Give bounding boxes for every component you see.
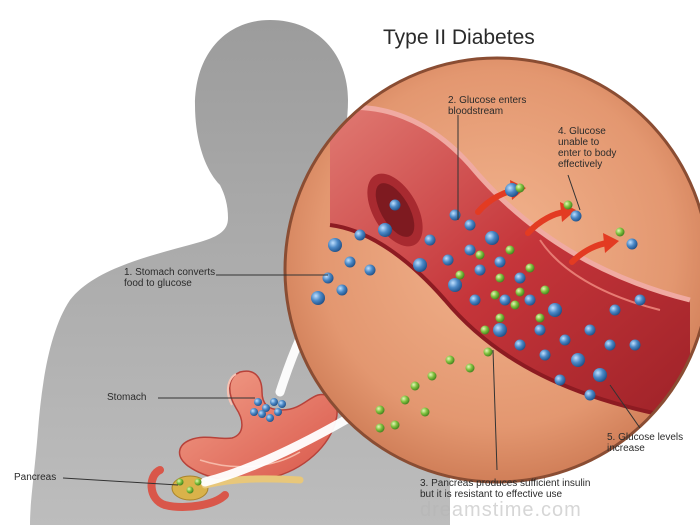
insulin-molecule: [390, 420, 400, 430]
insulin-molecule: [515, 183, 525, 193]
glucose-molecule: [505, 183, 519, 197]
glucose-molecule: [559, 334, 571, 346]
glucose-molecule: [442, 254, 454, 266]
glucose-molecule: [499, 294, 511, 306]
insulin-molecule: [535, 313, 545, 323]
insulin-molecule: [505, 245, 515, 255]
glucose-molecule: [593, 368, 607, 382]
insulin-molecule: [495, 313, 505, 323]
diagram-title: Type II Diabetes: [383, 26, 535, 49]
glucose-molecule: [464, 219, 476, 231]
glucose-molecule: [539, 349, 551, 361]
label-pancreas: Pancreas: [14, 472, 57, 483]
glucose-molecule: [626, 238, 638, 250]
glucose-molecule: [629, 339, 641, 351]
glucose-molecule: [254, 398, 262, 406]
glucose-molecule: [311, 291, 325, 305]
glucose-molecule: [258, 410, 266, 418]
label-stomach: Stomach: [107, 392, 147, 403]
insulin-molecule: [475, 250, 485, 260]
leader-pancreas-produces: [492, 349, 498, 471]
glucose-molecule: [474, 264, 486, 276]
glucose-molecule: [554, 374, 566, 386]
glucose-molecule: [548, 303, 562, 317]
glucose-molecule: [354, 229, 366, 241]
glucose-molecule: [464, 244, 476, 256]
glucose-molecule: [250, 408, 258, 416]
glucose-molecule: [270, 398, 278, 406]
glucose-molecule: [571, 353, 585, 367]
insulin-molecule: [615, 227, 625, 237]
leader-lines: [62, 115, 641, 486]
glucose-molecule: [584, 389, 596, 401]
glucose-molecule: [514, 339, 526, 351]
glucose-molecule: [609, 304, 621, 316]
insulin-molecule: [465, 363, 475, 373]
red-arrow-3: [569, 233, 619, 265]
glucose-molecule: [364, 264, 376, 276]
glucose-molecule: [378, 223, 392, 237]
insulin-molecule: [410, 381, 420, 391]
insulin-molecule: [176, 478, 184, 486]
glucose-molecule: [570, 210, 582, 222]
glucose-molecule: [494, 256, 506, 268]
glucose-molecule: [493, 323, 507, 337]
insulin-molecule: [375, 423, 385, 433]
glucose-molecule: [524, 294, 536, 306]
glucose-molecule: [534, 324, 546, 336]
glucose-molecule: [634, 294, 646, 306]
glucose-molecule: [424, 234, 436, 246]
glucose-molecule: [604, 339, 616, 351]
insulin-molecule: [515, 287, 525, 297]
insulin-molecule: [375, 405, 385, 415]
glucose-molecule: [413, 258, 427, 272]
glucose-molecule: [278, 400, 286, 408]
label-glucose-enters: 2. Glucose enters bloodstream: [448, 95, 527, 117]
insulin-molecule: [194, 478, 202, 486]
glucose-molecule: [274, 408, 282, 416]
leader-glucose-unable: [567, 174, 581, 211]
glucose-molecule: [266, 414, 274, 422]
glucose-molecule: [262, 404, 270, 412]
insulin-molecule: [480, 325, 490, 335]
glucose-molecule: [469, 294, 481, 306]
watermark: dreamstime.com: [420, 499, 582, 521]
insulin-molecule: [400, 395, 410, 405]
insulin-molecule: [563, 200, 573, 210]
insulin-molecule: [490, 290, 500, 300]
glucose-molecule: [389, 199, 401, 211]
insulin-molecule: [495, 273, 505, 283]
insulin-molecule: [525, 263, 535, 273]
molecule-layer: [176, 183, 646, 494]
label-stomach-converts: 1. Stomach converts food to glucose: [124, 267, 216, 289]
insulin-molecule: [455, 270, 465, 280]
glucose-molecule: [344, 256, 356, 268]
label-glucose-unable: 4. Glucose unable to enter to body effec…: [558, 126, 617, 170]
insulin-molecule: [186, 486, 194, 494]
glucose-molecule: [485, 231, 499, 245]
glucose-molecule: [328, 238, 342, 252]
glucose-molecule: [448, 278, 462, 292]
zoom-circle: [283, 56, 700, 484]
glucose-molecule: [584, 324, 596, 336]
leader-glucose-levels: [609, 384, 641, 429]
insulin-molecule: [540, 285, 550, 295]
insulin-molecule: [510, 300, 520, 310]
glucose-molecule: [336, 284, 348, 296]
glucose-molecule: [514, 272, 526, 284]
insulin-molecule: [420, 407, 430, 417]
insulin-molecule: [445, 355, 455, 365]
leader-pancreas: [62, 477, 179, 486]
insulin-molecule: [427, 371, 437, 381]
label-pancreas-produces: 3. Pancreas produces sufficient insulin …: [420, 478, 591, 500]
glucose-molecule: [322, 272, 334, 284]
glucose-molecule: [449, 209, 461, 221]
insulin-molecule: [483, 347, 493, 357]
label-glucose-levels: 5. Glucose levels increase: [607, 432, 684, 454]
